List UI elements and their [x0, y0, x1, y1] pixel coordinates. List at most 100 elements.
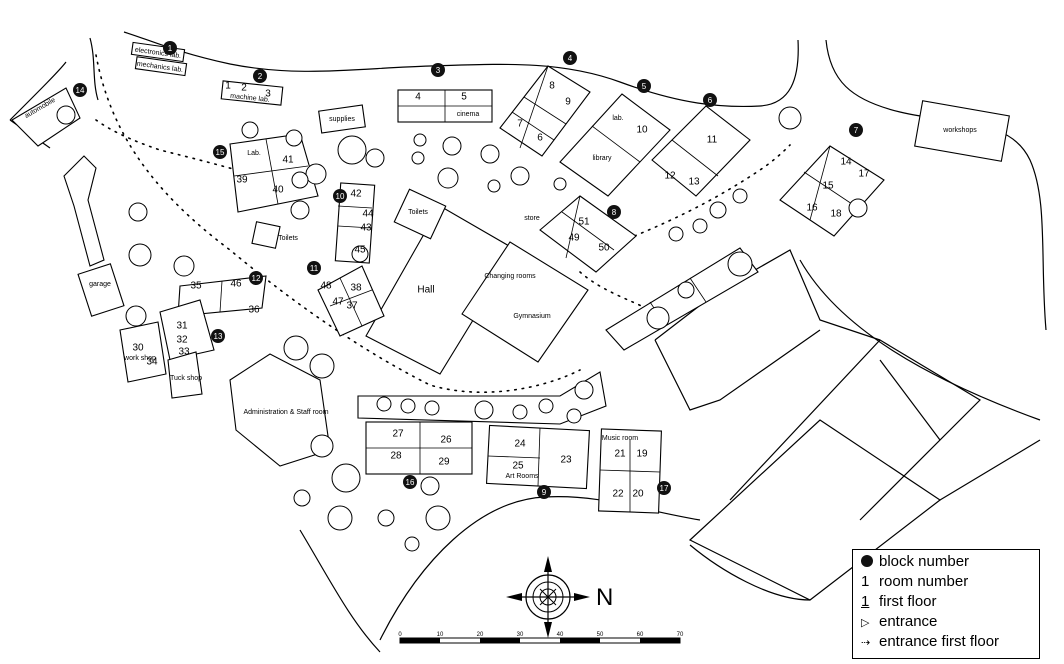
block-marker[interactable]: 6: [703, 93, 717, 107]
block-marker[interactable]: 15: [213, 145, 227, 159]
scale-bar: [399, 637, 681, 644]
svg-text:11: 11: [310, 264, 319, 273]
block-marker[interactable]: 9: [537, 485, 551, 499]
room-number: 27: [392, 429, 404, 440]
block-marker[interactable]: 2: [253, 69, 267, 83]
entrance-first-floor-arrow-icon: ⇢: [861, 637, 871, 649]
room-numbers: 1 2 3 4 5 6 7 8 9 10 11 12 13 14 15 16 1…: [132, 81, 870, 500]
room-number: 49: [568, 233, 580, 244]
block-marker[interactable]: 5: [637, 79, 651, 93]
block-marker[interactable]: 4: [563, 51, 577, 65]
room-number: 33: [178, 347, 190, 358]
legend-first-floor-label: first floor: [879, 593, 937, 610]
room-number: 9: [565, 97, 571, 108]
svg-text:9: 9: [542, 488, 547, 497]
block-marker-icon: [861, 555, 873, 567]
legend-entrance-label: entrance: [879, 613, 938, 630]
room-number: 14: [840, 157, 852, 168]
svg-text:4: 4: [568, 54, 573, 63]
room-number: 1: [225, 81, 231, 92]
compass-north-label: N: [596, 584, 613, 611]
room-number: 36: [248, 305, 260, 316]
block-marker[interactable]: 17: [657, 481, 671, 495]
room-number: 18: [830, 209, 842, 220]
block-marker[interactable]: 13: [211, 329, 225, 343]
room-number: 29: [438, 457, 450, 468]
block-marker[interactable]: 8: [607, 205, 621, 219]
room-number: 22: [612, 489, 624, 500]
room-number: 30: [132, 343, 144, 354]
room-number: 10: [636, 125, 648, 136]
label-machine: machine lab.: [230, 93, 270, 104]
label-work: work shop: [123, 355, 156, 362]
room-number: 35: [190, 281, 202, 292]
scale-tick: 0: [398, 632, 402, 638]
svg-text:10: 10: [336, 192, 345, 201]
label-cinema: cinema: [457, 111, 480, 118]
room-number: 15: [822, 181, 834, 192]
room-number: 39: [236, 175, 248, 186]
label-toilets-north: Toilets: [408, 209, 428, 216]
block-marker[interactable]: 10: [333, 189, 347, 203]
room-number: 12: [664, 171, 676, 182]
room-number: 23: [560, 455, 572, 466]
room-number: 41: [282, 155, 294, 166]
room-number: 4: [415, 92, 421, 103]
block-marker[interactable]: 7: [849, 123, 863, 137]
block-marker[interactable]: 16: [403, 475, 417, 489]
room-number: 46: [230, 279, 242, 290]
trees: [56, 105, 868, 552]
block-marker[interactable]: 11: [307, 261, 321, 275]
room-number: 20: [632, 489, 644, 500]
entrance-arrow-icon: ▷: [861, 617, 870, 629]
legend-row-entrance-first: ⇢ entrance first floor: [861, 632, 999, 652]
label-lab-b15: Lab.: [247, 150, 261, 157]
scale-tick: 50: [597, 632, 604, 638]
label-garage: garage: [89, 281, 111, 288]
room-number: 38: [350, 283, 362, 294]
label-lab-b5: lab.: [612, 115, 623, 122]
svg-text:8: 8: [612, 208, 617, 217]
legend-block-label: block number: [879, 553, 970, 570]
scale-tick: 40: [557, 632, 564, 638]
svg-text:13: 13: [214, 332, 223, 341]
svg-text:2: 2: [258, 72, 263, 81]
room-number: 7: [517, 119, 523, 130]
label-gymnasium: Gymnasium: [513, 313, 551, 320]
label-admin: Administration & Staff room: [243, 409, 328, 416]
room-number: 24: [514, 439, 526, 450]
label-tuck: Tuck shop: [170, 375, 202, 382]
label-library: library: [592, 155, 612, 162]
room-number: 32: [176, 335, 188, 346]
block-marker[interactable]: 1: [163, 41, 177, 55]
scale-tick: 30: [517, 632, 524, 638]
label-changing: Changing rooms: [484, 273, 536, 280]
room-number: 16: [806, 203, 818, 214]
room-number: 11: [707, 135, 718, 146]
block-marker[interactable]: 12: [249, 271, 263, 285]
room-number: 43: [360, 223, 372, 234]
legend-room-label: room number: [879, 573, 969, 590]
block-markers: 1 2 3 4 5 6 7 8 9 10 11 12 13 14 15 16 1…: [73, 41, 863, 499]
legend-entrance-first-label: entrance first floor: [879, 633, 1000, 650]
room-number: 48: [320, 281, 332, 292]
svg-text:3: 3: [436, 66, 441, 75]
room-number: 21: [614, 449, 626, 460]
block-marker[interactable]: 3: [431, 63, 445, 77]
svg-text:1: 1: [168, 44, 173, 53]
room-number: 44: [362, 209, 374, 220]
room-number: 40: [272, 185, 284, 196]
svg-text:5: 5: [642, 82, 647, 91]
block-marker[interactable]: 14: [73, 83, 87, 97]
label-store: store: [524, 215, 540, 222]
label-supplies: supplies: [329, 116, 355, 123]
room-number: 47: [332, 297, 344, 308]
label-art: Art Rooms: [505, 473, 539, 480]
svg-text:12: 12: [252, 274, 261, 283]
svg-text:6: 6: [708, 96, 713, 105]
label-toilets-west: Toilets: [278, 235, 298, 242]
room-number: 17: [858, 169, 870, 180]
